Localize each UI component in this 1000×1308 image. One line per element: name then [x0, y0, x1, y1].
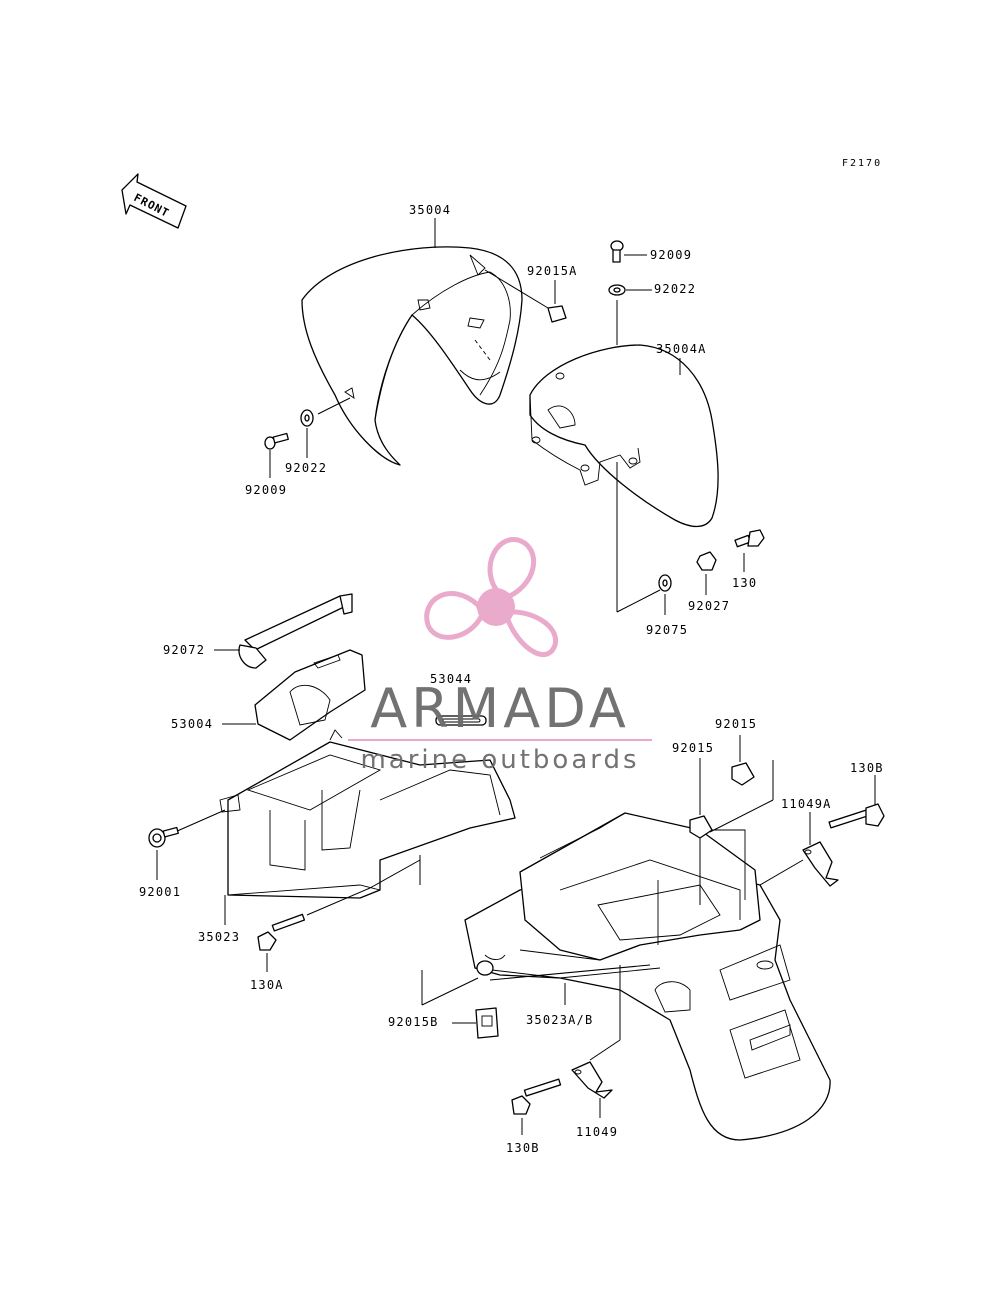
rear-fender-35023ab — [464, 812, 831, 1141]
label-92072: 92072 — [163, 643, 205, 657]
bolt-130a-icon — [257, 913, 306, 951]
band-53044-icon — [435, 715, 487, 726]
label-92009-top: 92009 — [650, 248, 692, 262]
bolt-130b-bottom-icon — [511, 1078, 562, 1115]
label-35004a: 35004A — [656, 342, 707, 356]
label-92015a: 92015A — [527, 264, 578, 278]
strap-92072-icon — [238, 593, 353, 669]
label-35004: 35004 — [409, 203, 451, 217]
label-92015b: 92015B — [388, 1015, 439, 1029]
nut-92015-b-icon — [731, 762, 755, 786]
label-35023: 35023 — [198, 930, 240, 944]
label-35023ab: 35023A/B — [526, 1013, 593, 1027]
label-11049: 11049 — [576, 1125, 618, 1139]
label-130b-bottom: 130B — [506, 1141, 540, 1155]
nut-92027-icon — [696, 551, 717, 571]
watermark-tagline: marine outboards — [360, 745, 639, 775]
washer-92022-top-icon — [608, 284, 626, 296]
label-53004: 53004 — [171, 717, 213, 731]
label-130a: 130A — [250, 978, 284, 992]
figure-code: F2170 — [842, 158, 882, 169]
armada-watermark: ARMADA marine outboards — [348, 537, 652, 775]
inner-fender-35023 — [219, 729, 516, 899]
washer-92075-icon — [658, 574, 672, 592]
label-130b-right: 130B — [850, 761, 884, 775]
label-92075: 92075 — [646, 623, 688, 637]
watermark-brand: ARMADA — [370, 677, 630, 740]
bracket-11049-icon — [571, 1061, 613, 1099]
washer-92022-left-icon — [300, 409, 314, 427]
bolt-92001-icon — [148, 826, 179, 848]
label-130: 130 — [732, 576, 757, 590]
label-92009-left: 92009 — [245, 483, 287, 497]
label-53044: 53044 — [430, 672, 472, 686]
grommet-icon — [476, 960, 494, 976]
clip-92015b-icon — [475, 1007, 499, 1039]
front-fender-35004 — [301, 246, 523, 466]
screw-92009-top-icon — [610, 240, 624, 263]
label-92015-a: 92015 — [672, 741, 714, 755]
label-11049a: 11049A — [781, 797, 832, 811]
tray-53004-icon — [254, 649, 366, 741]
propeller-logo-icon — [424, 537, 558, 658]
label-92027: 92027 — [688, 599, 730, 613]
front-fender-35004a — [529, 344, 719, 528]
label-92022-top: 92022 — [654, 282, 696, 296]
screw-92009-left-icon — [264, 432, 289, 450]
clip-92015a-icon — [547, 305, 567, 323]
nut-92015-a-icon — [689, 815, 713, 839]
bolt-130b-right-icon — [828, 803, 885, 829]
bracket-11049a-icon — [802, 841, 839, 887]
front-arrow-icon: FRONT — [121, 173, 187, 229]
label-92001: 92001 — [139, 885, 181, 899]
label-92015-b: 92015 — [715, 717, 757, 731]
label-92022-left: 92022 — [285, 461, 327, 475]
bolt-130-icon — [734, 529, 765, 548]
